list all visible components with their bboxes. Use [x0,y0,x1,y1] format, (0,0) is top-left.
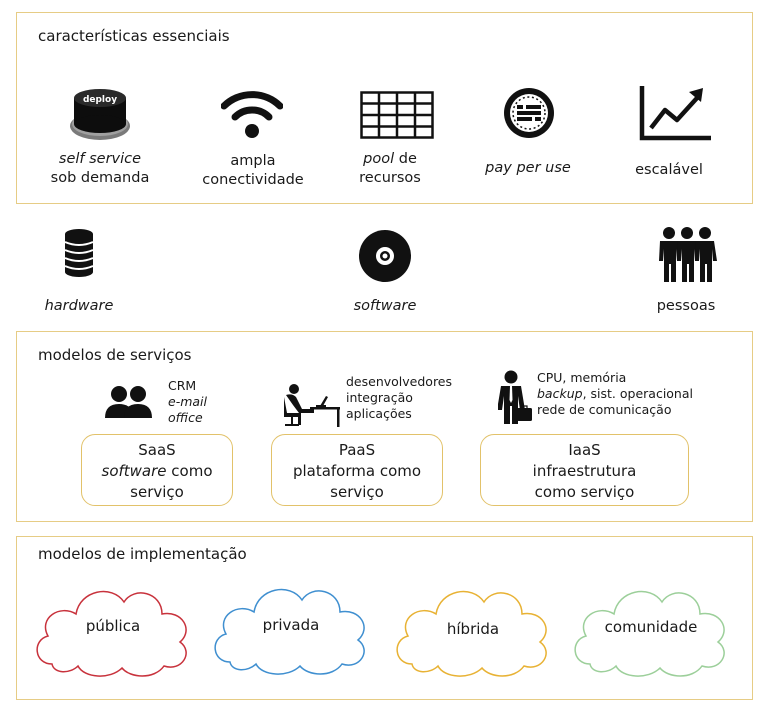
database-icon [64,229,94,277]
iaas-box: IaaS infraestrutura como serviço [480,434,689,506]
cloud-shape-icon [396,590,547,677]
pool-recursos-label: pool de recursos [359,151,421,186]
pay-per-use-meter-icon [504,88,554,138]
cloud-shape-icon [574,590,725,677]
cloud-shape-icon [36,590,187,677]
community-cloud: comunidade [568,578,734,680]
users-icon [105,386,152,418]
deploy-button-icon: deploy [70,89,130,140]
paas-notes: desenvolvedores integração aplicações [346,374,453,421]
self-service-label: self service sob demanda [50,151,150,186]
service-models-title: modelos de serviços [38,346,192,364]
escalavel-label: escalável [635,162,703,178]
wifi-icon [221,91,283,138]
private-cloud: privada [208,576,374,678]
paas-box: PaaS plataforma como serviço [271,434,443,506]
saas-box: SaaS software como serviço [81,434,233,506]
hybrid-cloud-label: híbrida [446,620,500,638]
people-icon [659,227,717,282]
ampla-conectividade-label: ampla conectividade [202,153,304,188]
hardware-label: hardware [44,298,114,314]
private-cloud-label: privada [262,616,320,634]
pessoas-label: pessoas [656,298,716,314]
essential-characteristics-panel [16,12,753,204]
deploy-label: deploy [83,95,117,105]
hybrid-cloud: híbrida [390,578,556,680]
resource-pool-grid-icon [360,91,434,139]
community-cloud-label: comunidade [604,618,698,636]
service-models-panel [16,331,753,522]
developer-at-desk-icon [284,384,340,427]
public-cloud-label: pública [85,617,141,635]
businessman-icon [498,370,532,424]
pay-per-use-label: pay per use [485,160,571,176]
software-disc-icon [359,230,411,282]
public-cloud: pública [30,578,196,680]
saas-notes: CRM e-mail office [168,378,207,425]
scalable-chart-icon [639,86,711,141]
software-label: software [353,298,417,314]
essential-characteristics-title: características essenciais [38,27,230,45]
iaas-notes: CPU, memória backup, sist. operacional r… [537,370,693,417]
cloud-shape-icon [214,588,365,675]
deployment-models-title: modelos de implementação [38,545,247,563]
